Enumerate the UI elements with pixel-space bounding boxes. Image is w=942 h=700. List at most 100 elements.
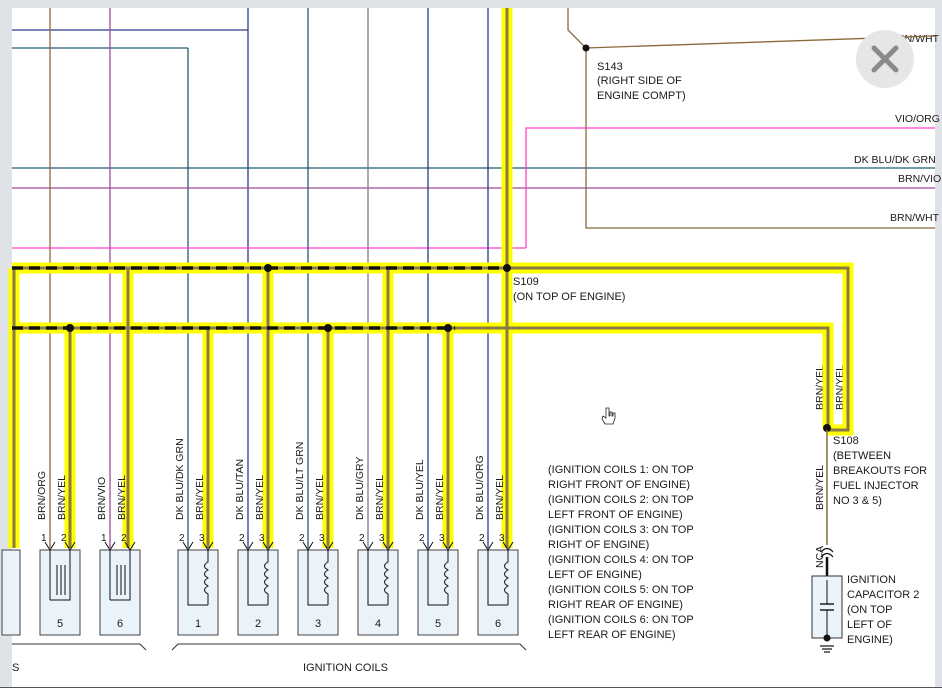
splice-dot-1 <box>264 264 272 272</box>
group-bracket-left <box>12 643 147 651</box>
coil-lead-2 <box>110 550 131 601</box>
pin-label-1: 2 <box>299 533 305 544</box>
wire-label-1: BRN/ORG <box>36 471 48 520</box>
pin-label-1: 2 <box>479 533 485 544</box>
wire-label-1: DK BLU/LT GRN <box>294 442 306 520</box>
capacitor-label: IGNITION CAPACITOR 2 (ON TOP LEFT OF ENG… <box>847 574 919 646</box>
splice-dot-5 <box>823 424 831 432</box>
pin-label-2: 3 <box>319 533 325 544</box>
notes-block: (IGNITION COILS 1: ON TOP RIGHT FRONT OF… <box>548 464 694 641</box>
wire-label-brn-wht-bottom: BRN/WHT <box>890 212 940 224</box>
splice-dot-0 <box>503 264 511 272</box>
coil-number: 6 <box>117 618 123 630</box>
svg-text:S143: S143 <box>597 61 623 73</box>
coil-body <box>297 549 339 636</box>
wire-label-2: BRN/YEL <box>494 475 506 520</box>
svg-text:(ON TOP: (ON TOP <box>847 604 892 616</box>
splice-dot-4 <box>444 324 452 332</box>
wire-label-1: DK BLU/YEL <box>414 459 426 520</box>
pin-label-1: 2 <box>419 533 425 544</box>
cap-connector-mark <box>820 547 834 553</box>
svg-text:IGNITION: IGNITION <box>847 574 896 586</box>
coil-lead <box>427 550 448 606</box>
coil-winding <box>264 550 270 605</box>
wire-label-2: BRN/YEL <box>194 475 206 520</box>
wire-label-2: BRN/YEL <box>374 475 386 520</box>
pin-label-2: 2 <box>121 533 127 544</box>
cap-wire-label-lower: BRN/YEL <box>814 465 826 510</box>
svg-text:(ON TOP OF ENGINE): (ON TOP OF ENGINE) <box>513 291 625 303</box>
svg-text:(BETWEEN: (BETWEEN <box>833 450 891 462</box>
wire-label-dk-blu-dk-grn: DK BLU/DK GRN <box>854 154 936 166</box>
bottom-strip <box>0 687 942 700</box>
svg-text:(IGNITION COILS 6: ON TOP: (IGNITION COILS 6: ON TOP <box>548 614 694 626</box>
coil-winding <box>204 550 210 605</box>
splice-dot-2 <box>66 324 74 332</box>
coil-winding <box>324 550 330 605</box>
coil-body <box>177 549 219 636</box>
svg-text:(IGNITION COILS 1: ON TOP: (IGNITION COILS 1: ON TOP <box>548 464 694 476</box>
group-label-left: S <box>12 662 19 674</box>
wire-label-1: DK BLU/TAN <box>234 459 246 520</box>
svg-text:RIGHT FRONT OF ENGINE): RIGHT FRONT OF ENGINE) <box>548 479 690 491</box>
svg-text:ENGINE): ENGINE) <box>847 634 893 646</box>
coil-number: 1 <box>195 618 201 630</box>
coil-number: 5 <box>57 618 63 630</box>
coil-body <box>99 549 141 636</box>
wire-label-vio-org: VIO/ORG <box>895 113 940 125</box>
coil-winding <box>444 550 450 605</box>
coil-lead <box>307 550 328 606</box>
pin-label-1: 2 <box>359 533 365 544</box>
ignition-coil-2: 1 2 6 BRN/VIO BRN/YEL <box>96 475 141 636</box>
svg-text:(IGNITION COILS 4: ON TOP: (IGNITION COILS 4: ON TOP <box>548 554 694 566</box>
pin-label-1: 2 <box>179 533 185 544</box>
cap-ground-dot <box>823 634 831 642</box>
pin-label-2: 3 <box>379 533 385 544</box>
diagram-canvas <box>12 8 935 687</box>
svg-text:LEFT REAR OF ENGINE): LEFT REAR OF ENGINE) <box>548 629 676 641</box>
svg-text:CAPACITOR 2: CAPACITOR 2 <box>847 589 919 601</box>
hand-cursor-icon <box>601 407 616 425</box>
svg-text:BREAKOUTS FOR: BREAKOUTS FOR <box>833 465 927 477</box>
svg-text:LEFT OF ENGINE): LEFT OF ENGINE) <box>548 569 642 581</box>
svg-text:FUEL INJECTOR: FUEL INJECTOR <box>833 480 919 492</box>
pin-label-2: 2 <box>61 533 67 544</box>
svg-text:LEFT OF: LEFT OF <box>847 619 892 631</box>
cap-wire-label-nca: NCA <box>814 546 826 568</box>
wire-label-2: BRN/YEL <box>254 475 266 520</box>
splice-dot-3 <box>324 324 332 332</box>
pin-label-2: 3 <box>499 533 505 544</box>
svg-text:(IGNITION COILS 2: ON TOP: (IGNITION COILS 2: ON TOP <box>548 494 694 506</box>
wire-label-2: BRN/YEL <box>56 475 68 520</box>
coil-body <box>237 549 279 636</box>
coil-partial <box>1 549 21 636</box>
coil-lead-2 <box>50 550 71 601</box>
svg-text:RIGHT OF ENGINE): RIGHT OF ENGINE) <box>548 539 649 551</box>
svg-text:LEFT FRONT OF ENGINE): LEFT FRONT OF ENGINE) <box>548 509 683 521</box>
group-label-ignition-coils: IGNITION COILS <box>303 662 388 674</box>
svg-text:S109: S109 <box>513 276 539 288</box>
svg-text:(IGNITION COILS 5: ON TOP: (IGNITION COILS 5: ON TOP <box>548 584 694 596</box>
splice-dot-s143 <box>582 44 590 52</box>
coil-lead <box>187 550 208 606</box>
pin-label-1: 1 <box>41 533 47 544</box>
wire-label-1: DK BLU/GRY <box>354 457 366 520</box>
wire-label-brn-vio: BRN/VIO <box>898 173 941 185</box>
coil-number: 2 <box>255 618 261 630</box>
coil-lead <box>367 550 388 606</box>
close-button[interactable] <box>856 30 914 88</box>
close-icon <box>871 45 899 73</box>
pin-label-1: 1 <box>101 533 107 544</box>
coil-body <box>357 549 399 636</box>
coil-number: 5 <box>435 618 441 630</box>
svg-text:(IGNITION COILS 3: ON TOP: (IGNITION COILS 3: ON TOP <box>548 524 694 536</box>
wire-vio-org <box>525 127 935 248</box>
wire-label-2: BRN/YEL <box>116 475 128 520</box>
wire-label-1: BRN/VIO <box>96 477 108 520</box>
